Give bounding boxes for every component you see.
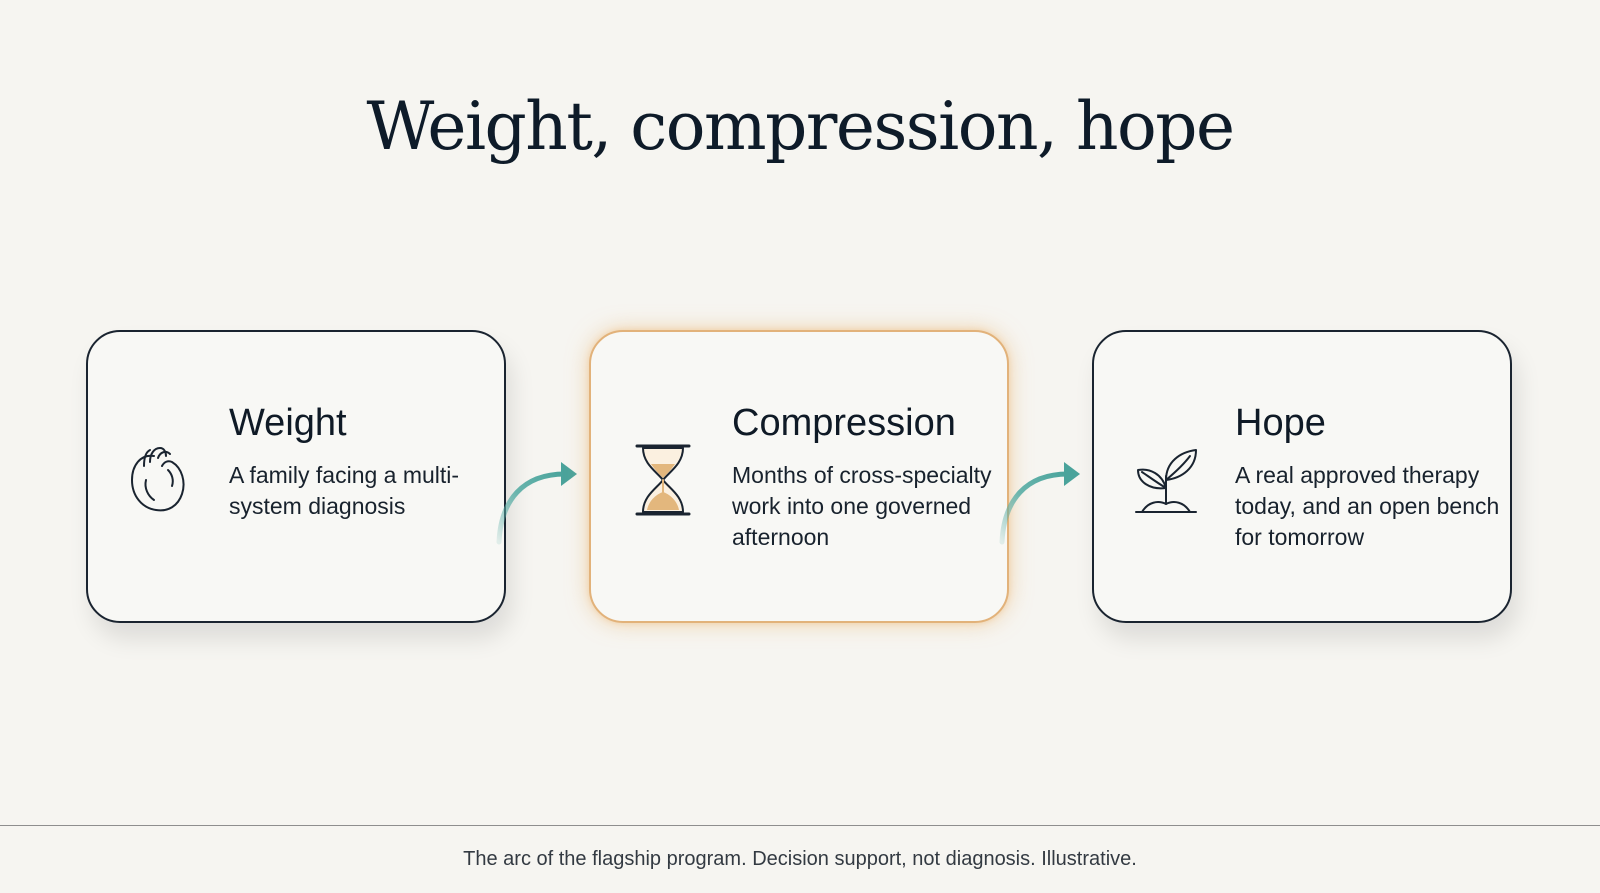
- card-description: A family facing a multi-system diagnosis: [229, 462, 460, 519]
- arrow-icon: [996, 452, 1096, 562]
- card-description: A real approved therapy today, and an op…: [1235, 462, 1500, 550]
- card-title: Weight: [229, 402, 347, 444]
- card-weight: Weight A family facing a multi-system di…: [86, 330, 506, 623]
- heart-icon: [124, 440, 196, 520]
- page-title: Weight, compression, hope: [366, 88, 1235, 165]
- card-compression: Compression Months of cross-specialty wo…: [589, 330, 1009, 623]
- footnote: The arc of the flagship program. Decisio…: [463, 848, 1137, 870]
- footer-divider: [0, 825, 1600, 826]
- card-hope: Hope A real approved therapy today, and …: [1092, 330, 1512, 623]
- sprout-icon: [1130, 440, 1202, 520]
- card-title: Hope: [1235, 402, 1326, 444]
- card-description: Months of cross-specialty work into one …: [732, 462, 992, 550]
- card-title: Compression: [732, 402, 956, 444]
- hourglass-icon: [627, 440, 699, 520]
- arrow-icon: [493, 452, 593, 562]
